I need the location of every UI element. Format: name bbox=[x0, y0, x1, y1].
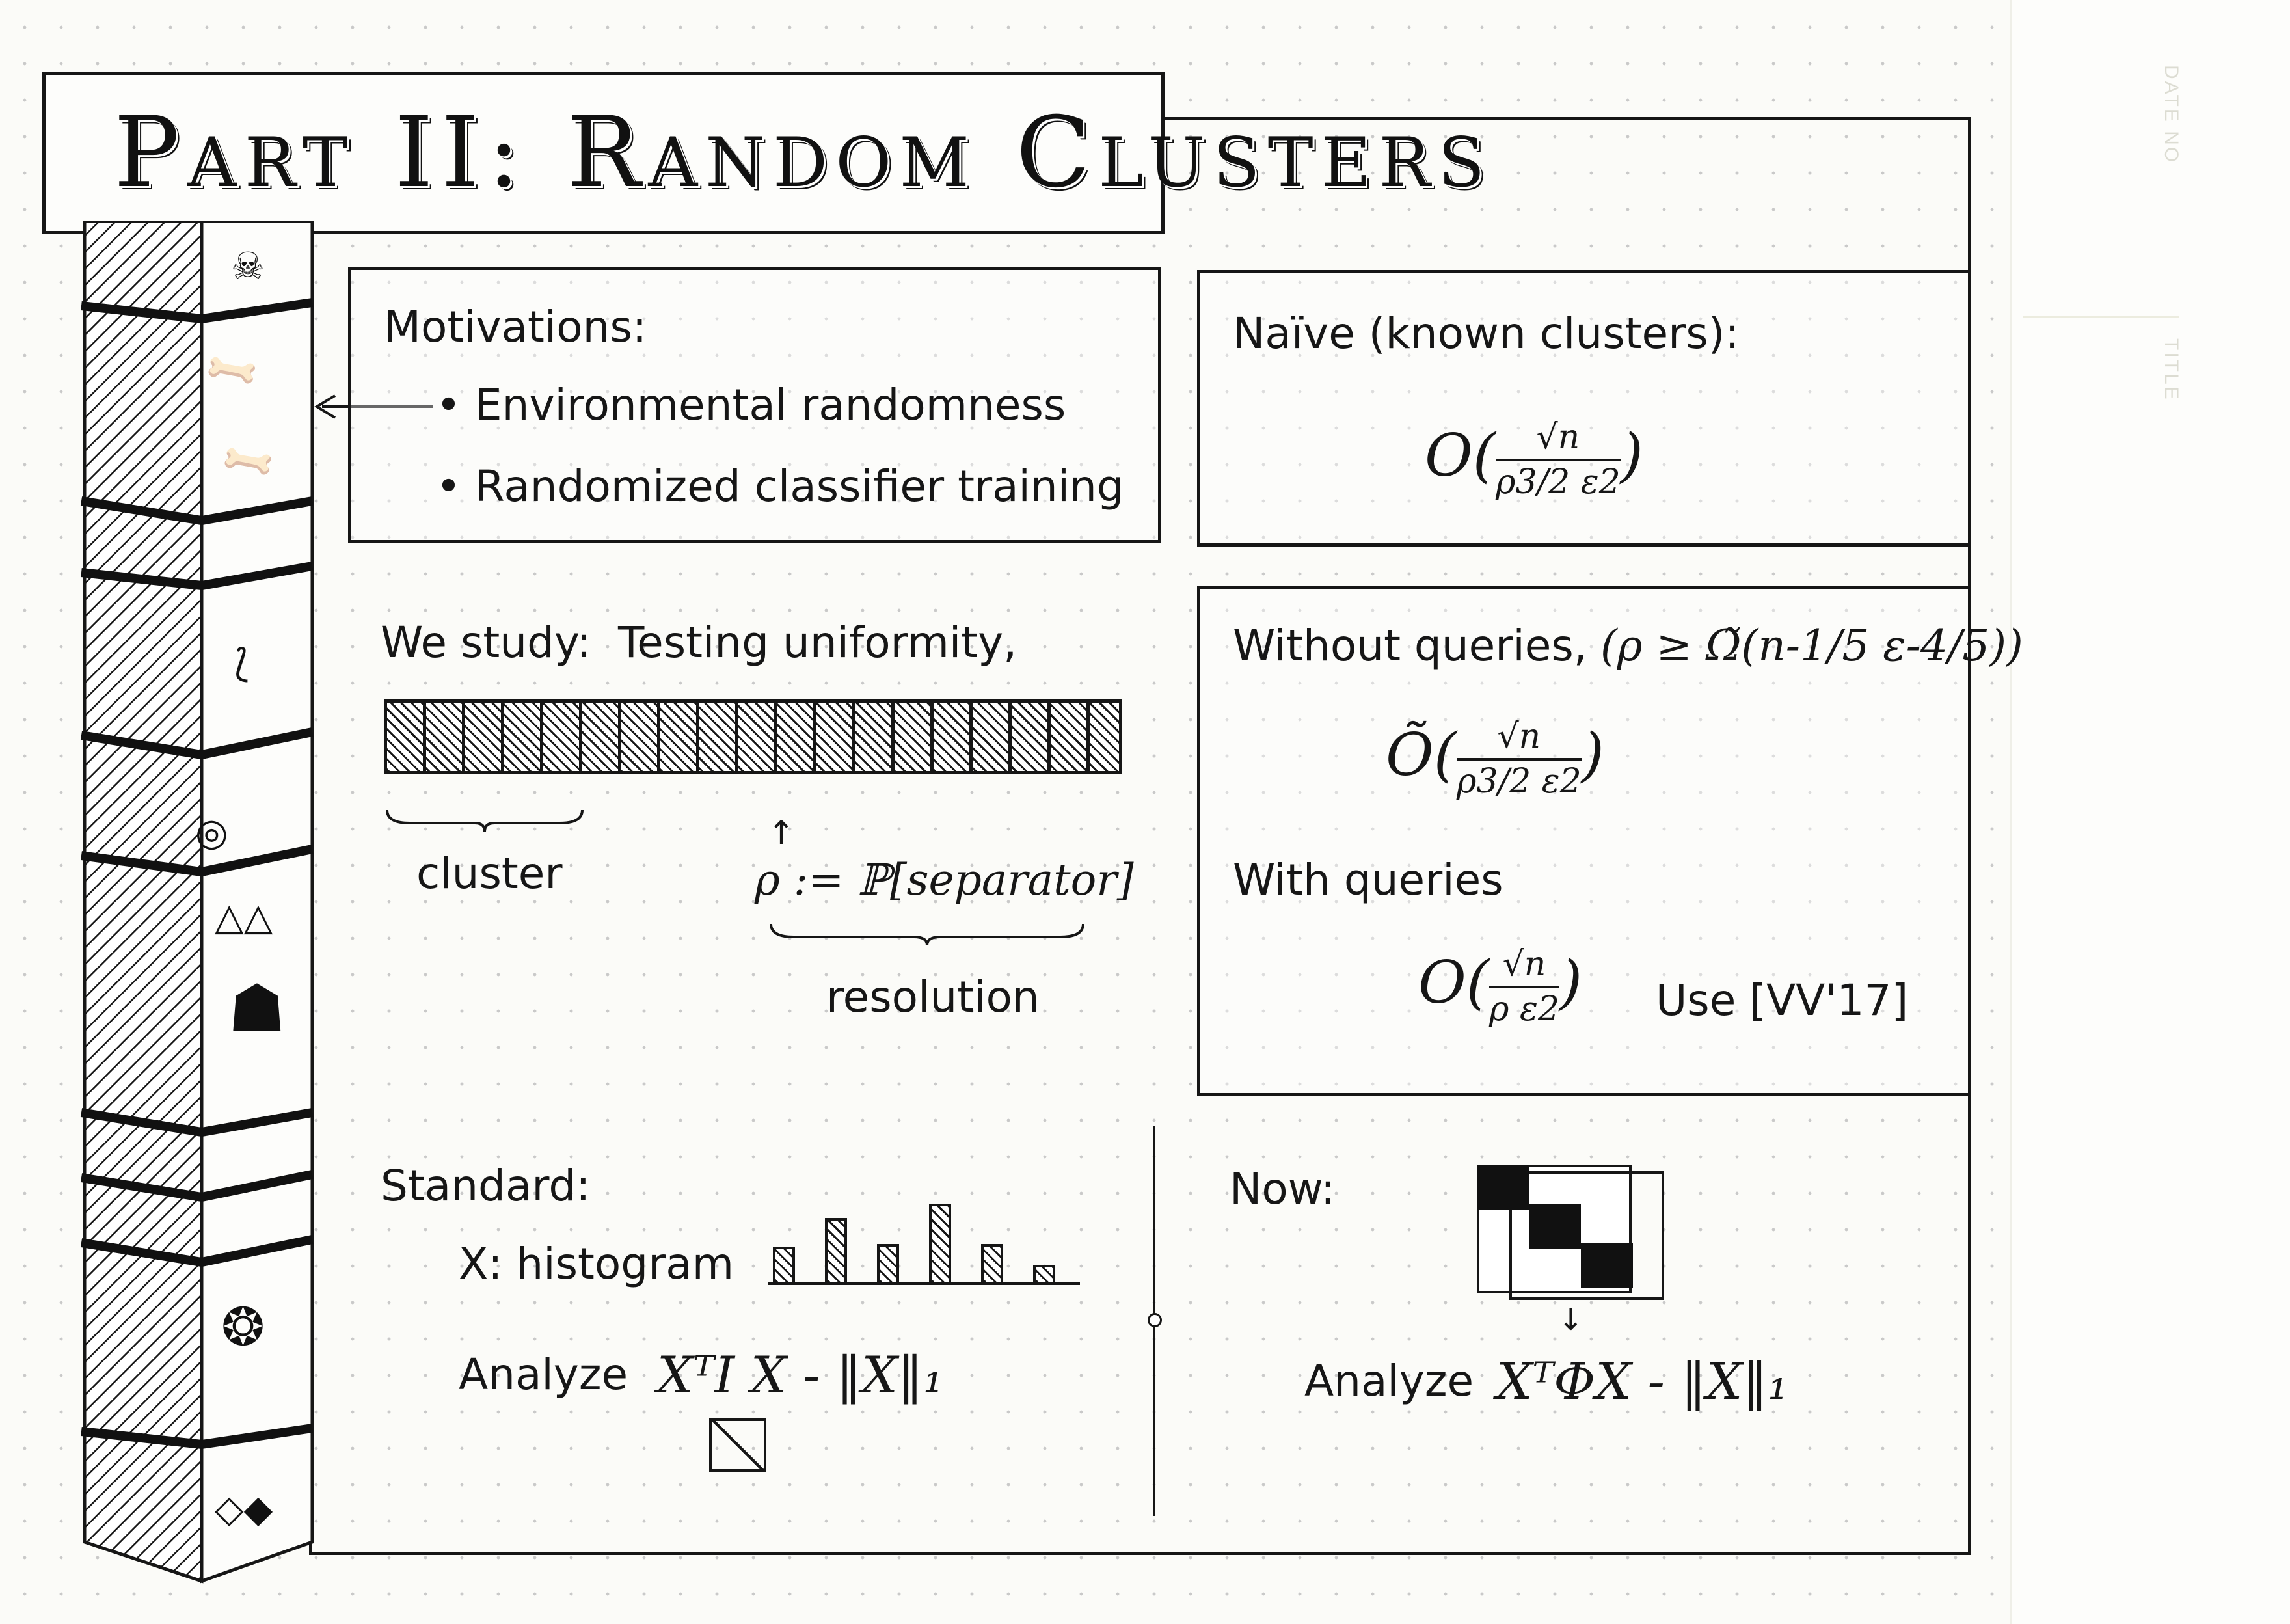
page-title: Part II: Random Clusters bbox=[114, 96, 1493, 210]
histogram-bar bbox=[825, 1217, 847, 1282]
title-label: TITLE bbox=[2161, 338, 2182, 401]
resolution-label: resolution bbox=[826, 972, 1040, 1022]
title-box bbox=[42, 72, 1165, 234]
histogram-bar bbox=[877, 1244, 899, 1282]
resolution-brace bbox=[770, 923, 1084, 946]
strata-layer-line bbox=[81, 562, 314, 591]
divider-knot bbox=[1148, 1313, 1162, 1327]
now-formula: XᵀΦX - ‖X‖₁ bbox=[1496, 1353, 1788, 1411]
strata-column bbox=[80, 221, 314, 1584]
ammonite-icon: ◎ bbox=[195, 810, 228, 854]
histogram bbox=[768, 1197, 1080, 1285]
rock-icon: △△ bbox=[215, 895, 273, 939]
rho-definition: ρ := ℙ[separator] bbox=[755, 855, 1134, 905]
margin-divider bbox=[2023, 316, 2179, 318]
now-heading: Now: bbox=[1230, 1164, 1336, 1214]
strata-layer-line bbox=[80, 727, 314, 760]
strata-layer-line bbox=[81, 1424, 314, 1450]
rock-icon: ◇◆ bbox=[215, 1487, 273, 1531]
pointer-arrow bbox=[314, 394, 433, 419]
trilobite-icon: ❂ bbox=[221, 1297, 265, 1357]
without-queries-condition: (ρ ≥ Ω̃(n-1/5 ε-4/5)) bbox=[1600, 621, 2023, 671]
strata-layer-line bbox=[81, 298, 314, 324]
now-analyze-label: Analyze bbox=[1304, 1356, 1474, 1406]
strata-layer-line bbox=[80, 1235, 314, 1267]
cluster-brace bbox=[386, 809, 584, 832]
block-matrix-icon bbox=[1477, 1165, 1664, 1300]
naive-heading: Naïve (known clusters): bbox=[1233, 308, 1740, 359]
motivations-box bbox=[348, 267, 1161, 543]
queries-box bbox=[1197, 586, 1971, 1096]
histogram-bar bbox=[981, 1244, 1003, 1282]
standard-heading: Standard: bbox=[381, 1161, 591, 1211]
strata-layer-line bbox=[81, 845, 314, 877]
motivation-item: • Randomized classifier training bbox=[436, 461, 1124, 511]
date-label: DATE NO bbox=[2161, 65, 2182, 165]
strata-layer-line bbox=[80, 1108, 314, 1137]
study-lead: We study: bbox=[381, 617, 591, 668]
down-arrow: ↓ bbox=[1558, 1302, 1583, 1337]
standard-analyze-label: Analyze bbox=[459, 1349, 628, 1400]
naive-box bbox=[1197, 270, 1971, 547]
with-queries-heading: With queries bbox=[1233, 855, 1503, 905]
histogram-bar bbox=[1033, 1264, 1055, 1282]
histogram-bar bbox=[929, 1204, 951, 1282]
standard-formula: XᵀI X - ‖X‖₁ bbox=[657, 1346, 944, 1405]
fish-icon: ⟅ bbox=[234, 641, 249, 685]
strata-layer-line bbox=[80, 496, 314, 526]
motivations-heading: Motivations: bbox=[384, 302, 647, 352]
notebook-margin-strip bbox=[2010, 0, 2290, 1624]
motivation-item: • Environmental randomness bbox=[436, 380, 1066, 430]
with-queries-note: Use [VV'17] bbox=[1656, 975, 1909, 1025]
without-queries-heading: Without queries, bbox=[1233, 621, 1587, 671]
rho-up-arrow: ↑ bbox=[768, 814, 795, 852]
strata-layer-line bbox=[80, 1170, 314, 1202]
histogram-bar bbox=[773, 1247, 795, 1282]
standard-x-definition: X: histogram bbox=[459, 1239, 734, 1289]
identity-matrix-icon bbox=[709, 1418, 766, 1472]
skull-icon: ☠ bbox=[231, 244, 265, 288]
domain-bar bbox=[384, 699, 1122, 774]
dinosaur-skull-icon: ☗ bbox=[228, 970, 286, 1046]
cluster-label: cluster bbox=[416, 848, 563, 899]
strata-front-face bbox=[83, 221, 204, 1584]
study-topic: Testing uniformity, bbox=[618, 617, 1017, 668]
